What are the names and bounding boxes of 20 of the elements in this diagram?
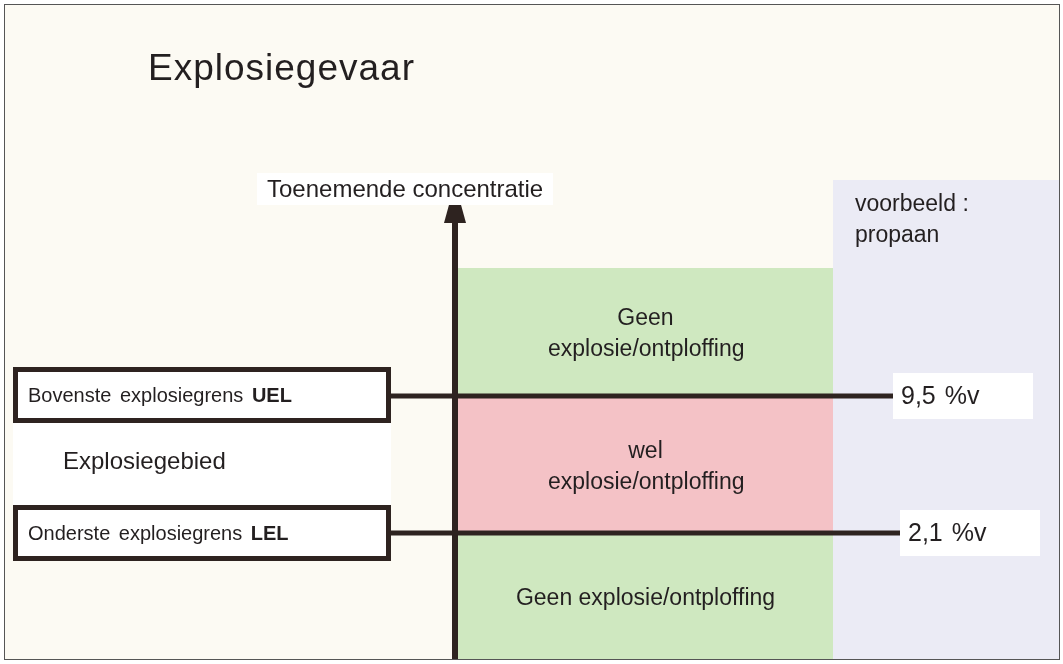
limit-label-box xyxy=(13,367,391,423)
example-heading: voorbeeld : propaan xyxy=(855,189,970,250)
connector-line xyxy=(391,530,900,536)
example-panel xyxy=(833,180,1059,659)
value-box xyxy=(900,510,1040,556)
connector-line xyxy=(391,393,893,399)
limit-label: Onderste explosiegrens LEL xyxy=(27,520,290,546)
zone-label: Geen explosie/ontploffing xyxy=(514,583,777,613)
value-text: 9,5 %v xyxy=(900,380,980,412)
explosion-zone xyxy=(458,398,833,533)
zone-label: wel explosie/ontploffing xyxy=(548,435,743,496)
value-text: 2,1 %v xyxy=(907,517,987,549)
limit-label-box xyxy=(13,505,391,561)
zone-label: Geen explosie/ontploffing xyxy=(548,302,743,363)
safe-zone xyxy=(458,533,833,659)
limit-label: Bovenste explosiegrens UEL xyxy=(27,382,293,408)
title: Explosiegevaar xyxy=(148,47,415,89)
axis-label: Toenemende concentratie xyxy=(257,173,554,205)
region-label: Explosiegebied xyxy=(62,446,227,476)
value-box xyxy=(893,373,1033,419)
